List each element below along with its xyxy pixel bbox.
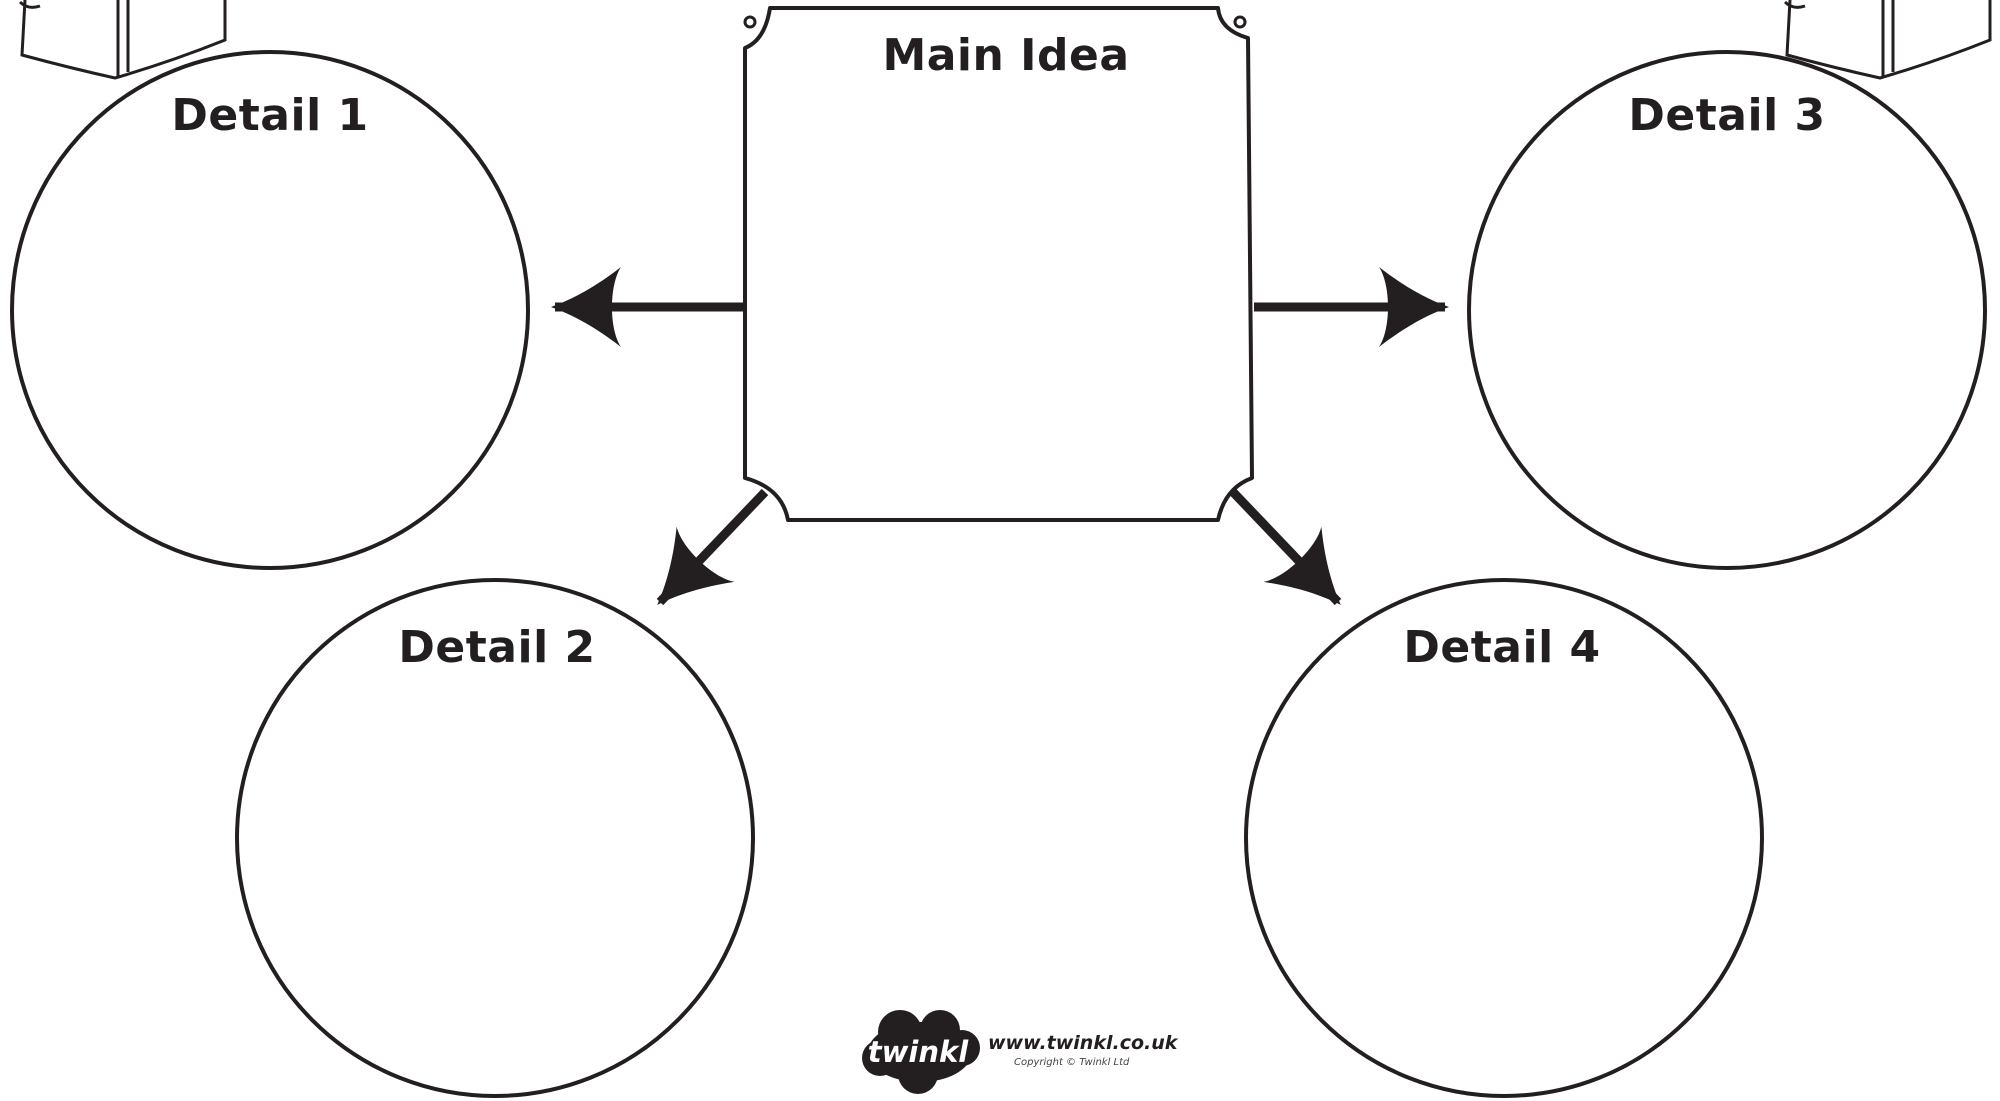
box-corner-curl (1233, 15, 1247, 29)
detail-3-circle (1467, 50, 1987, 570)
twinkl-logo: twinkl (862, 1010, 980, 1094)
arrow-to-detail-2 (656, 488, 769, 606)
detail-2-label: Detail 2 (398, 622, 596, 673)
arrow-to-detail-4 (1229, 488, 1342, 606)
box-corner-curl (743, 15, 757, 29)
footer-url: www.twinkl.co.uk (988, 1032, 1178, 1054)
twinkl-logo-text: twinkl (868, 1035, 970, 1069)
detail-1-circle (10, 50, 530, 570)
detail-2-circle (235, 578, 755, 1098)
corner-decoration-left (18, 0, 227, 80)
detail-1-label: Detail 1 (171, 90, 369, 141)
detail-4-label: Detail 4 (1403, 622, 1601, 673)
corner-decoration-right (1783, 0, 1992, 80)
detail-3-label: Detail 3 (1628, 90, 1826, 141)
main-idea-label: Main Idea (882, 30, 1130, 81)
detail-4-circle (1244, 578, 1764, 1098)
footer-copyright: Copyright © Twinkl Ltd (1014, 1057, 1130, 1068)
main-idea-box (743, 6, 1254, 522)
